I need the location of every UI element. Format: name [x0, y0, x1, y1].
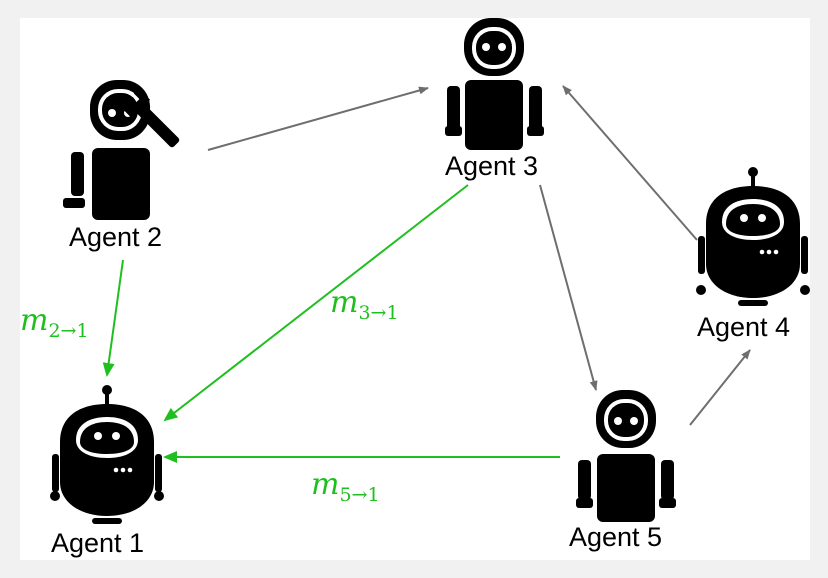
edge-agent5-to-agent4 — [689, 349, 751, 426]
edge-agent3-to-agent1 — [163, 184, 469, 422]
message-subscript: 5→1 — [339, 484, 380, 506]
agent3-label: Agent 3 — [445, 151, 539, 181]
message-subscript: 3→1 — [358, 302, 399, 324]
agent1-robot-icon — [50, 385, 164, 524]
message-label-2-to-1: m2→1 — [20, 303, 89, 341]
message-subscript: 2→1 — [48, 320, 89, 342]
edge-agent4-to-agent3 — [562, 85, 698, 241]
agent5-label: Agent 5 — [569, 522, 663, 552]
agent3-robot-icon — [445, 18, 544, 150]
message-symbol: m — [311, 467, 340, 502]
message-symbol: m — [330, 285, 359, 320]
edge-agent2-to-agent3 — [207, 86, 429, 151]
message-label-3-to-1: m3→1 — [330, 285, 399, 323]
agent5-robot-icon — [576, 390, 676, 522]
agent4-label: Agent 4 — [697, 312, 791, 342]
agent4-robot-icon — [696, 167, 810, 306]
agent2-robot-icon — [63, 80, 180, 220]
message-symbol: m — [20, 303, 49, 338]
agent1-label: Agent 1 — [51, 528, 145, 558]
message-label-5-to-1: m5→1 — [311, 467, 380, 505]
edge-agent2-to-agent1 — [102, 259, 124, 377]
edge-agent3-to-agent5 — [539, 184, 598, 391]
agent2-label: Agent 2 — [69, 222, 163, 252]
